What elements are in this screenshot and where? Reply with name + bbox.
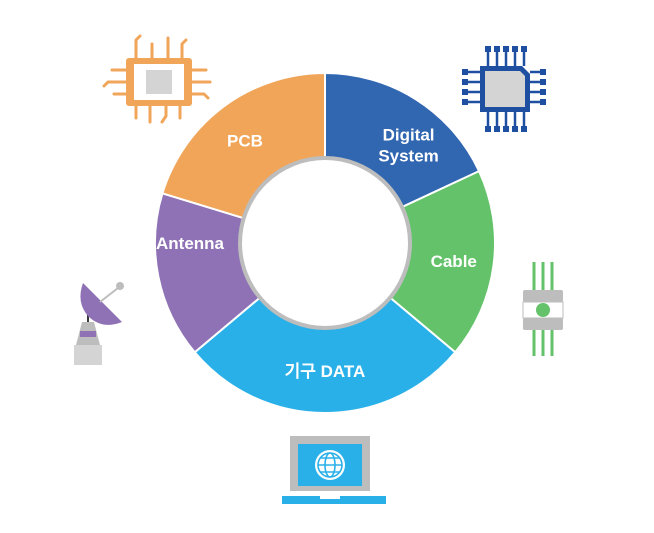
chip-blue-icon [462, 46, 546, 132]
segment-label-line: PCB [227, 132, 263, 151]
chip-orange-icon [102, 34, 212, 124]
segment-label-gigu-data: 기구 DATA [285, 362, 366, 381]
segment-label-line: Cable [431, 252, 477, 271]
satellite-dish-icon [74, 282, 124, 365]
donut-ring [154, 71, 496, 415]
ring-inner-border [238, 156, 412, 330]
segment-label-line: Digital [383, 125, 435, 144]
segment-label-pcb: PCB [227, 132, 263, 151]
segment-label-antenna: Antenna [156, 234, 225, 253]
segment-label-cable: Cable [431, 252, 477, 271]
segment-label-line: Antenna [156, 234, 225, 253]
segment-label-line: System [378, 146, 438, 165]
cable-connector-icon [522, 262, 564, 356]
segment-label-line: 기구 DATA [285, 362, 366, 381]
monitor-globe-icon [282, 436, 386, 504]
